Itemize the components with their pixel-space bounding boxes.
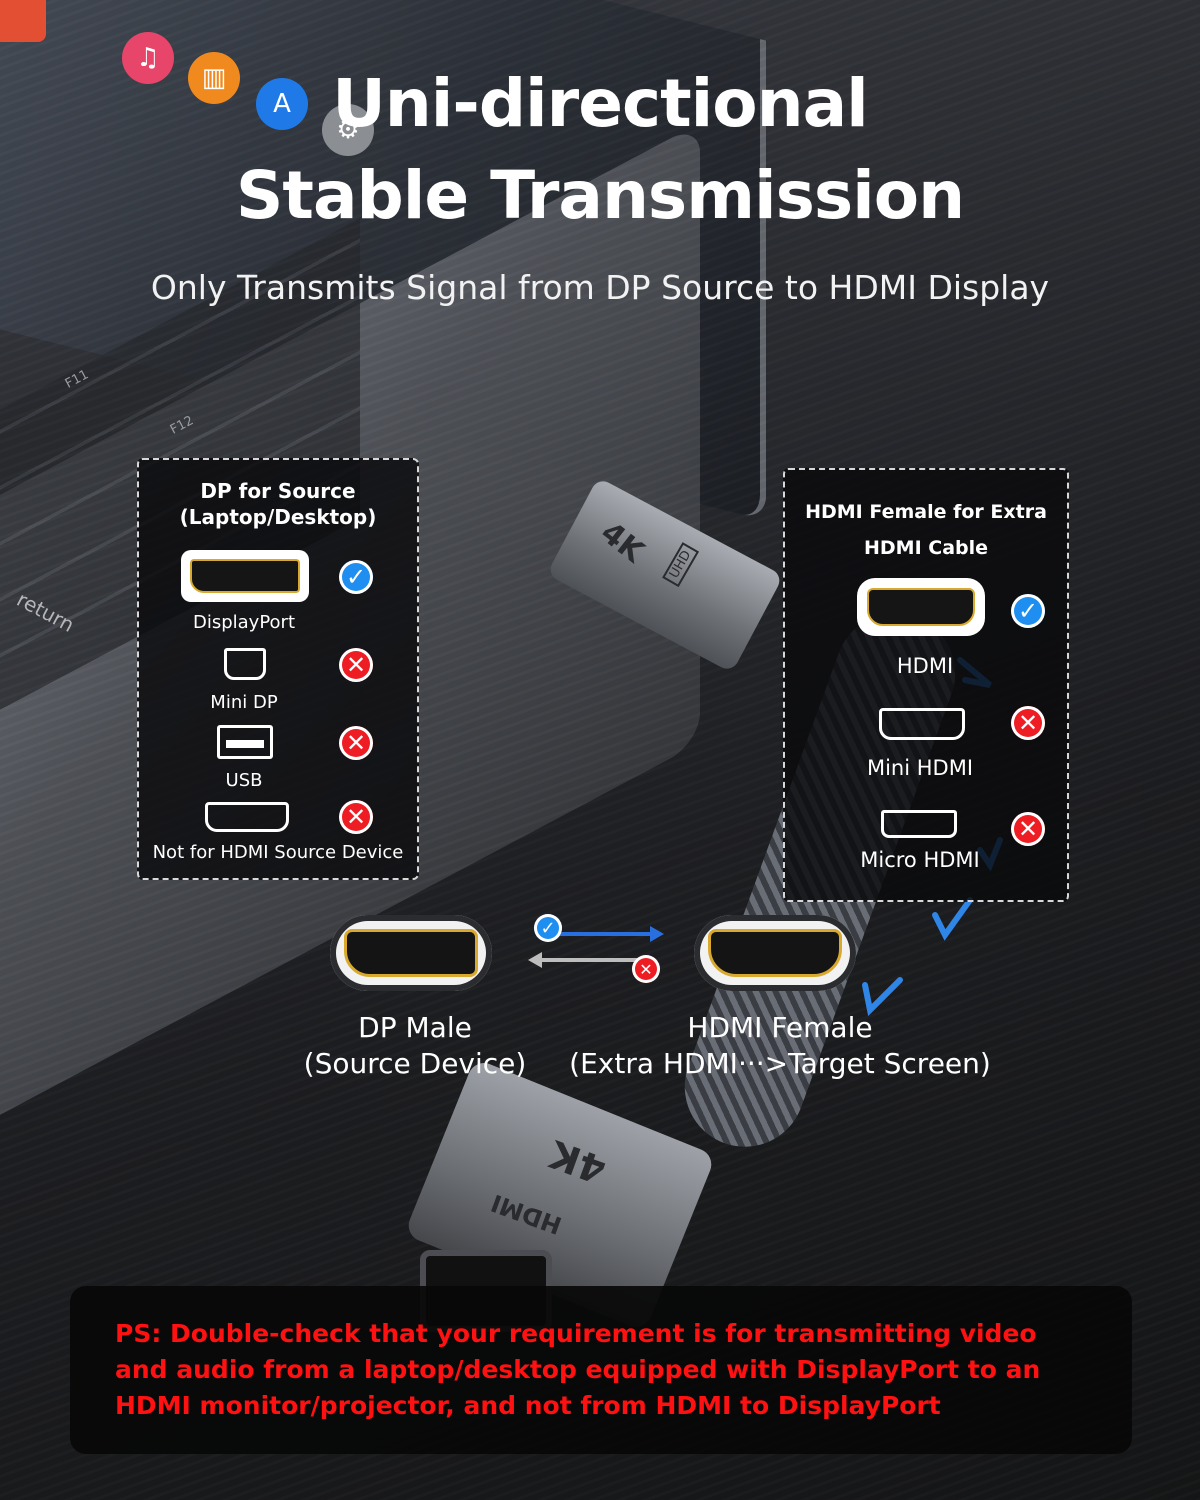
dp-source-panel: DP for Source (Laptop/Desktop) ✓ Display… (137, 458, 419, 880)
hdmi-source-cross-icon: ✕ (339, 800, 373, 834)
hdmi-check-icon: ✓ (1011, 594, 1045, 628)
mini-hdmi-label: Mini HDMI (866, 756, 974, 780)
forward-check-icon: ✓ (534, 914, 562, 942)
title-line-1: Uni-directional (332, 65, 869, 142)
dp-panel-title-line-2: (Laptop/Desktop) (179, 505, 377, 529)
title-line-2: Stable Transmission (235, 157, 965, 234)
hdmi-panel-title-line-1: HDMI Female for Extra (805, 501, 1047, 523)
flow-arrow-5 (862, 977, 903, 1017)
books-app-icon: ▥ (188, 52, 240, 104)
chart-app-icon (0, 0, 46, 42)
micro-hdmi-cross-icon: ✕ (1011, 812, 1045, 846)
reverse-arrow-head (528, 952, 542, 968)
dp-male-label-line-1: DP Male (358, 1011, 472, 1044)
mini-dp-label: Mini DP (210, 692, 278, 713)
displayport-label: DisplayPort (192, 612, 296, 633)
dp-male-label: DP Male (Source Device) (290, 1010, 540, 1082)
mini-dp-port-icon (224, 648, 266, 680)
reverse-direction-arrow (540, 958, 652, 962)
mini-hdmi-cross-icon: ✕ (1011, 706, 1045, 740)
hdmi-female-label-line-2: (Extra HDMI···>Target Screen) (569, 1047, 991, 1080)
hdmi-female-label: HDMI Female (Extra HDMI···>Target Screen… (560, 1010, 1000, 1082)
settings-app-icon: ⚙ (322, 104, 374, 156)
hdmi-female-label-line-1: HDMI Female (687, 1011, 873, 1044)
micro-hdmi-label: Micro HDMI (860, 848, 980, 872)
page-subtitle: Only Transmits Signal from DP Source to … (150, 268, 1050, 307)
hdmi-label: HDMI (896, 654, 954, 678)
dp-panel-title: DP for Source (Laptop/Desktop) (139, 478, 417, 530)
reverse-cross-icon: ✕ (632, 955, 660, 983)
micro-hdmi-port-icon (881, 810, 957, 838)
hdmi-panel-title-line-2: HDMI Cable (863, 537, 989, 559)
dp-male-label-line-2: (Source Device) (303, 1047, 527, 1080)
hdmi-port-icon (857, 578, 985, 636)
page-title: Uni-directional Stable Transmission (0, 58, 1200, 242)
dp-panel-title-line-1: DP for Source (200, 479, 356, 503)
usb-port-icon (217, 725, 273, 759)
displayport-port-icon (181, 550, 309, 602)
usb-cross-icon: ✕ (339, 726, 373, 760)
mini-dp-cross-icon: ✕ (339, 648, 373, 682)
flow-arrow-4 (932, 897, 973, 941)
app-store-icon: A (256, 78, 308, 130)
forward-direction-arrow (548, 932, 660, 936)
hdmi-female-connector-icon (694, 915, 856, 991)
hdmi-female-panel: HDMI Female for Extra HDMI Cable ✓ HDMI … (783, 468, 1069, 902)
music-app-icon: ♫ (122, 32, 174, 84)
note-box (70, 1286, 1132, 1454)
mini-hdmi-port-icon (879, 708, 965, 740)
displayport-check-icon: ✓ (339, 560, 373, 594)
dp-male-connector-icon (330, 915, 492, 991)
forward-arrow-head (650, 926, 664, 942)
usb-label: USB (225, 770, 263, 791)
note-text: PS: Double-check that your requirement i… (115, 1319, 1041, 1420)
hdmi-panel-title: HDMI Female for Extra HDMI Cable (785, 494, 1067, 566)
hdmi-port-icon (205, 802, 289, 832)
hdmi-source-label: Not for HDMI Source Device (152, 842, 404, 863)
